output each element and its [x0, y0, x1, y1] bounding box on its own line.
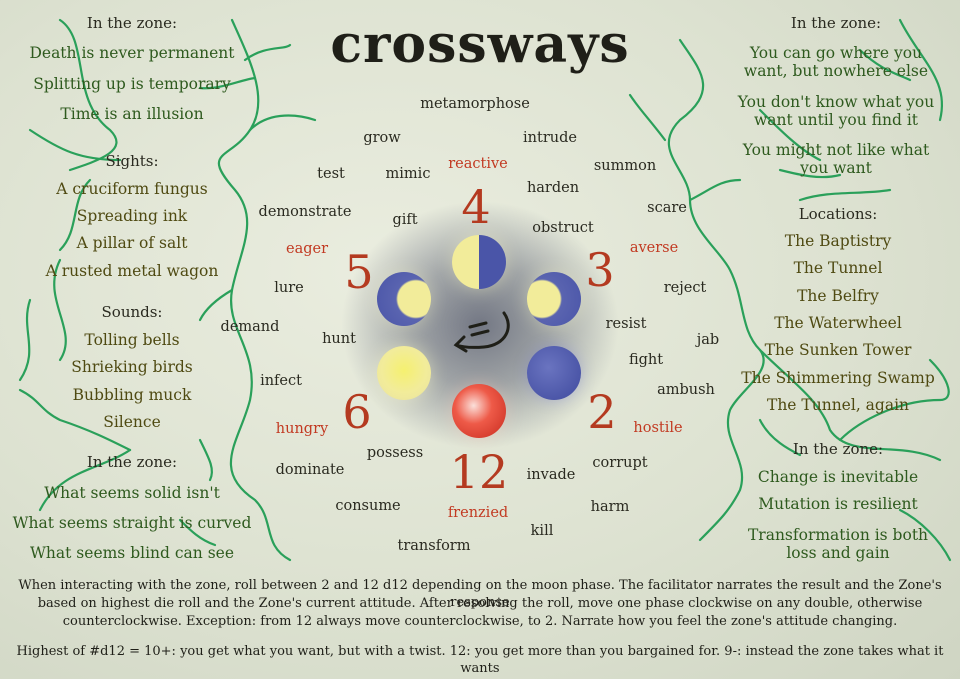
- zone-heading: In the zone:: [86, 14, 178, 32]
- attitude-label: reactive: [448, 156, 508, 172]
- verb-label: dominate: [275, 462, 345, 478]
- list-item: What seems straight is curved: [12, 514, 252, 532]
- list-item: Silence: [103, 413, 161, 431]
- verb-label: possess: [366, 445, 424, 461]
- verb-label: scare: [647, 200, 687, 216]
- verb-label: reject: [663, 280, 707, 296]
- list-item: Spreading ink: [76, 207, 188, 225]
- verb-label: resist: [605, 316, 647, 332]
- rules-line: based on highest die roll and the Zone's…: [37, 596, 923, 611]
- verb-label: jab: [696, 332, 720, 348]
- list-item: The Baptistry: [784, 232, 892, 250]
- phase-number: 3: [585, 243, 615, 297]
- verb-label: harden: [526, 180, 580, 196]
- moon-waning-gibbous-icon: [377, 272, 431, 326]
- list-item: The Belfry: [797, 287, 879, 305]
- verb-label: invade: [526, 467, 576, 483]
- verb-label: mimic: [385, 166, 431, 182]
- verb-label: consume: [335, 498, 401, 514]
- rules-line: When interacting with the zone, roll bet…: [18, 578, 942, 610]
- list-item: You don't know what you want until you f…: [737, 93, 935, 129]
- attitude-label: averse: [629, 240, 679, 256]
- sounds-heading: Sounds:: [101, 303, 163, 321]
- page-title: crossways: [330, 14, 630, 75]
- list-item: Bubbling muck: [72, 386, 192, 404]
- verb-label: harm: [590, 499, 630, 515]
- verb-label: demonstrate: [258, 204, 352, 220]
- attitude-label: hostile: [633, 420, 683, 436]
- zone-heading: In the zone:: [792, 440, 884, 458]
- zone-heading: In the zone:: [790, 14, 882, 32]
- moon-waxing-crescent-icon: [527, 272, 581, 326]
- verb-label: intrude: [523, 130, 577, 146]
- sights-heading: Sights:: [105, 152, 159, 170]
- list-item: Transformation is both loss and gain: [747, 526, 929, 562]
- verb-label: infect: [260, 373, 302, 389]
- attitude-label: hungry: [275, 421, 329, 437]
- list-item: The Sunken Tower: [764, 341, 912, 359]
- list-item: What seems solid isn't: [44, 484, 220, 502]
- phase-number: 2: [587, 385, 617, 439]
- locations-heading: Locations:: [798, 205, 878, 223]
- verb-label: test: [317, 166, 345, 182]
- list-item: The Waterwheel: [774, 314, 902, 332]
- verb-label: summon: [593, 158, 657, 174]
- phase-number: 4: [461, 180, 491, 234]
- verb-label: grow: [363, 130, 401, 146]
- verb-label: ambush: [657, 382, 715, 398]
- list-item: Time is an illusion: [60, 105, 204, 123]
- list-item: The Shimmering Swamp: [741, 369, 935, 387]
- verb-label: demand: [220, 319, 280, 335]
- verb-label: kill: [530, 523, 554, 539]
- moon-new-icon: [527, 346, 581, 400]
- verb-label: corrupt: [592, 455, 648, 471]
- list-item: Death is never permanent: [29, 44, 235, 62]
- verb-label: gift: [392, 212, 418, 228]
- phase-number: 6: [342, 385, 372, 439]
- verb-label: hunt: [322, 331, 356, 347]
- verb-label: obstruct: [532, 220, 594, 236]
- verb-label: fight: [628, 352, 664, 368]
- phase-number: 12: [449, 445, 509, 499]
- list-item: Splitting up is temporary: [33, 75, 231, 93]
- moon-full-icon: [377, 346, 431, 400]
- list-item: Mutation is resilient: [758, 495, 918, 513]
- zone-heading: In the zone:: [86, 453, 178, 471]
- list-item: What seems blind can see: [30, 544, 234, 562]
- list-item: You might not like what you want: [742, 141, 930, 177]
- list-item: A cruciform fungus: [56, 180, 208, 198]
- list-item: A pillar of salt: [76, 234, 188, 252]
- list-item: The Tunnel: [793, 259, 883, 277]
- list-item: Tolling bells: [84, 331, 180, 349]
- verb-label: metamorphose: [420, 96, 530, 112]
- rules-line: counterclockwise. Exception: from 12 alw…: [62, 614, 898, 629]
- moon-first-quarter-icon: [452, 235, 506, 289]
- attitude-label: frenzied: [447, 505, 509, 521]
- rules-outcome: Highest of #d12 = 10+: you get what you …: [16, 644, 944, 676]
- list-item: You can go where you want, but nowhere e…: [743, 44, 929, 80]
- list-item: Change is inevitable: [757, 468, 919, 486]
- verb-label: transform: [397, 538, 471, 554]
- counterclockwise-arrow-icon: [453, 311, 510, 353]
- list-item: A rusted metal wagon: [45, 262, 219, 280]
- phase-number: 5: [344, 245, 374, 299]
- attitude-label: eager: [285, 241, 329, 257]
- list-item: Shrieking birds: [71, 358, 193, 376]
- moon-blood-icon: [452, 384, 506, 438]
- list-item: The Tunnel, again: [766, 396, 910, 414]
- verb-label: lure: [274, 280, 304, 296]
